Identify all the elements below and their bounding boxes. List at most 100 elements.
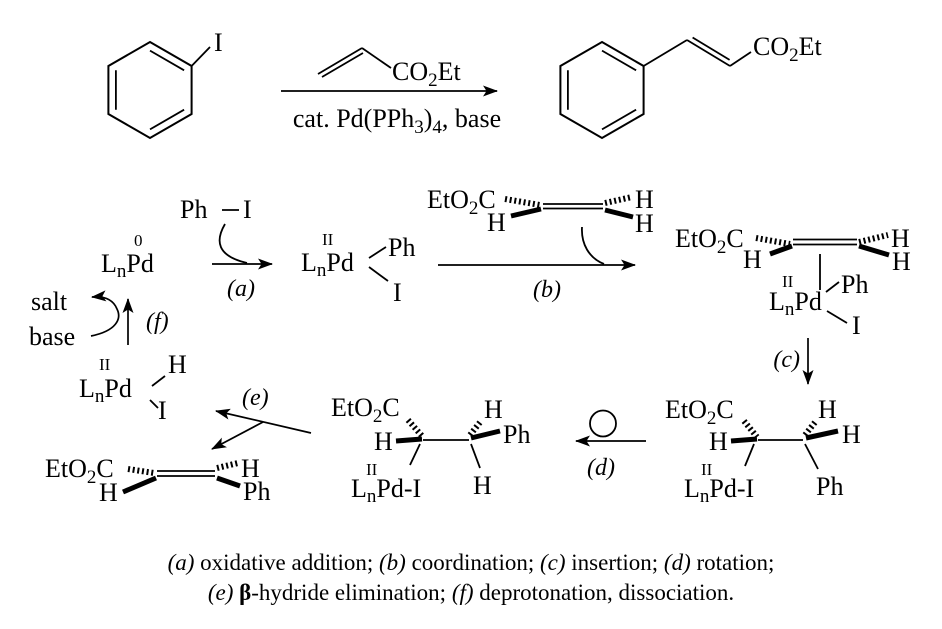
h-label: H (99, 478, 118, 507)
caption-line-2: (e) β-hydride elimination; (f) deprotona… (0, 578, 942, 608)
alkene-double-bond (543, 203, 603, 210)
lnpd-label: LnPd (101, 249, 154, 282)
step-d-ref: (d) (663, 550, 691, 575)
ph-label: Ph (503, 420, 530, 449)
h-label: H (891, 224, 910, 253)
h-label: H (484, 395, 503, 424)
addition-curve (218, 223, 248, 264)
co2et-label: CO2Et (753, 32, 823, 66)
step-b-arrow: (b) (438, 226, 636, 303)
alkyl-pd-complex-rotated: EtO2C H H Ph H II LnPd-I (331, 393, 530, 507)
i-label: I (158, 396, 167, 425)
ph-label: Ph (180, 195, 207, 224)
eto2c-label: EtO2C (45, 454, 114, 488)
caption-text: -hydride elimination; (251, 580, 452, 605)
h-label: H (487, 208, 506, 237)
lnpd-label: LnPd (301, 248, 354, 281)
c-ph-bond (804, 443, 819, 470)
oxidation-state-II: II (322, 230, 334, 249)
hash-wedge (467, 419, 484, 437)
step-e-arrows: (e) (211, 385, 312, 450)
hash-wedge (755, 235, 791, 247)
oxidation-state-II: II (99, 355, 111, 374)
alkene-double-bond (157, 470, 215, 477)
ethyl-acrylate-reagent: CO2Et (317, 47, 462, 91)
base-label: base (29, 322, 75, 351)
eto2c-label: EtO2C (331, 393, 400, 427)
h-label: H (743, 245, 762, 274)
rotation-circle-icon (589, 409, 617, 438)
hash-wedge (858, 232, 889, 245)
step-f-label: (f) (146, 309, 169, 335)
step-e-ref: (e) (207, 580, 234, 605)
pd-hydride-complex: II LnPd H I (79, 350, 187, 425)
h-label: H (892, 247, 911, 276)
h-label: H (241, 454, 260, 483)
i-label: I (243, 195, 252, 224)
step-d-arrow: (d) (575, 409, 646, 481)
beta-symbol: β (239, 580, 252, 605)
hash-wedge (604, 194, 633, 206)
cinnamate-product-alkene: EtO2C H H Ph (45, 454, 270, 507)
acrylate-stereo-reagent: EtO2C H H H (427, 185, 654, 238)
h-label: H (168, 350, 187, 379)
bold-wedge (769, 243, 793, 257)
reaction-arrow: cat. Pd(PPh3)4, base (281, 85, 501, 138)
ring-double-bonds (115, 49, 185, 131)
pd0-complex: LnPd 0 (101, 231, 154, 282)
bold-wedge (730, 436, 758, 444)
figure-caption: (a) oxidative addition; (b) coordination… (0, 548, 942, 608)
step-c-arrow: (c) (773, 338, 814, 385)
bold-wedge (805, 428, 839, 441)
caption-text: insertion; (565, 550, 664, 575)
h-label: H (374, 427, 393, 456)
c-pd-bond (744, 443, 755, 467)
step-a-label: (a) (227, 276, 255, 302)
lnpd-i-label: LnPd-I (684, 474, 754, 507)
vinyl-double-bond (317, 47, 364, 78)
bold-wedge (395, 436, 423, 444)
pd-ligand-bonds (149, 375, 166, 409)
caption-line-1: (a) oxidative addition; (b) coordination… (0, 548, 942, 578)
vinyl-chain-bonds (643, 36, 752, 67)
h-label: H (635, 209, 654, 238)
iodobenzene-structure: I (107, 28, 223, 140)
eto2c-label: EtO2C (427, 185, 496, 219)
caption-text: rotation; (690, 550, 775, 575)
base-to-salt-curve (90, 290, 120, 337)
h-label: H (709, 427, 728, 456)
hash-wedge (216, 460, 239, 471)
lnpd-label: LnPd (79, 374, 132, 407)
hash-wedge (802, 419, 819, 437)
bold-wedge (604, 207, 634, 220)
c-h-bond (470, 443, 481, 469)
lnpd-label: LnPd (769, 287, 822, 320)
bold-wedge (858, 243, 890, 258)
step-b-ref: (b) (379, 550, 406, 575)
step-f-ref: (f) (451, 580, 474, 605)
step-d-label: (d) (587, 455, 615, 481)
ph-label: Ph (816, 472, 843, 501)
arrow-e-to-hydride (215, 408, 312, 434)
benzene-ring (559, 40, 645, 140)
salt-base-exchange: salt base (29, 287, 120, 351)
oxidation-state-II: II (782, 272, 794, 291)
conditions-text: cat. Pd(PPh3)4, base (293, 104, 501, 138)
h-label: H (818, 395, 837, 424)
coordination-curve (581, 226, 605, 265)
h-label: H (635, 185, 654, 214)
h-label: H (473, 471, 492, 500)
alkyl-pd-complex-right: EtO2C H H H Ph II LnPd-I (665, 395, 861, 507)
ph-label: Ph (388, 233, 415, 262)
i-label: I (393, 278, 402, 307)
oxidation-state-0: 0 (134, 231, 143, 250)
step-c-label: (c) (773, 347, 800, 373)
pd-ligand-bonds (368, 246, 389, 282)
caption-text: coordination; (405, 550, 540, 575)
caption-text: oxidative addition; (194, 550, 380, 575)
ethyl-cinnamate-product: CO2Et (559, 32, 823, 140)
vinyl-single-bond (361, 47, 392, 69)
ph-label: Ph (243, 477, 270, 506)
iodine-label: I (214, 28, 223, 57)
